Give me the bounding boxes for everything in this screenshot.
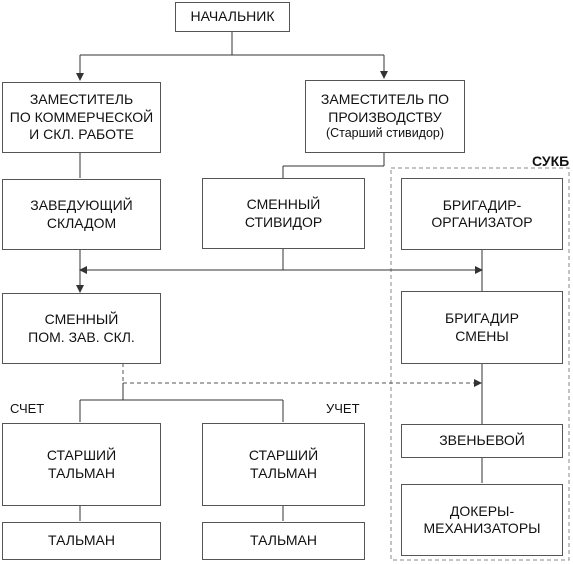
- deputy-commercial-line-3: И СКЛ. РАБОТЕ: [29, 126, 134, 143]
- link-leader-box: ЗВЕНЬЕВОЙ: [401, 424, 563, 458]
- tallyman-right-box: ТАЛЬМАН: [202, 522, 365, 560]
- link-leader-label: ЗВЕНЬЕВОЙ: [439, 432, 525, 449]
- deputy-production-line-3: (Старший стивидор): [325, 126, 445, 141]
- shift-assistant-line-2: ПОМ. ЗАВ. СКЛ.: [28, 328, 135, 345]
- warehouse-head-line-1: ЗАВЕДУЮЩИЙ: [30, 197, 133, 213]
- dockers-box: ДОКЕРЫ- МЕХАНИЗАТОРЫ: [401, 484, 563, 556]
- deputy-production-box: ЗАМЕСТИТЕЛЬ ПО ПРОИЗВОДСТВУ (Старший сти…: [305, 80, 465, 153]
- shift-foreman-line-2: СМЕНЫ: [455, 327, 509, 344]
- warehouse-head-box: ЗАВЕДУЮЩИЙ СКЛАДОМ: [2, 179, 161, 250]
- senior-tallyman-left-line-1: СТАРШИЙ: [46, 447, 117, 463]
- deputy-commercial-box: ЗАМЕСТИТЕЛЬ ПО КОММЕРЧЕСКОЙ И СКЛ. РАБОТ…: [2, 82, 161, 153]
- dockers-line-1: ДОКЕРЫ-: [449, 502, 515, 519]
- chief-box: НАЧАЛЬНИК: [175, 2, 290, 32]
- deputy-production-line-1: ЗАМЕСТИТЕЛЬ ПО: [320, 91, 450, 108]
- chief-label: НАЧАЛЬНИК: [190, 8, 275, 25]
- deputy-production-line-2: ПРОИЗВОДСТВУ: [328, 108, 442, 125]
- shift-assistant-line-1: СМЕННЫЙ: [44, 311, 119, 327]
- senior-tallyman-right-line-1: СТАРШИЙ: [248, 447, 319, 463]
- foreman-organizer-line-1: БРИГАДИР-: [442, 196, 522, 213]
- sukb-frame: [390, 167, 570, 561]
- foreman-organizer-line-2: ОРГАНИЗАТОР: [431, 214, 533, 230]
- shift-foreman-line-1: БРИГАДИР: [445, 310, 519, 326]
- deputy-commercial-line-1: ЗАМЕСТИТЕЛЬ: [29, 91, 134, 108]
- shift-stevedore-box: СМЕННЫЙ СТИВИДОР: [202, 178, 365, 249]
- senior-tallyman-right-line-2: ТАЛЬМАН: [250, 464, 317, 481]
- account-left-label: СЧЕТ: [10, 401, 45, 416]
- tallyman-left-box: ТАЛЬМАН: [2, 522, 161, 560]
- shift-assistant-box: СМЕННЫЙ ПОМ. ЗАВ. СКЛ.: [2, 293, 161, 364]
- sukb-label: СУКБ: [532, 153, 570, 169]
- deputy-commercial-line-2: ПО КОММЕРЧЕСКОЙ: [9, 108, 154, 125]
- warehouse-head-line-2: СКЛАДОМ: [46, 214, 117, 231]
- senior-tallyman-right-box: СТАРШИЙ ТАЛЬМАН: [202, 423, 365, 506]
- foreman-organizer-box: БРИГАДИР- ОРГАНИЗАТОР: [401, 178, 563, 250]
- shift-stevedore-line-1: СМЕННЫЙ: [246, 196, 321, 212]
- shift-foreman-box: БРИГАДИР СМЕНЫ: [401, 291, 563, 364]
- tallyman-right-label: ТАЛЬМАН: [250, 532, 317, 549]
- shift-stevedore-line-2: СТИВИДОР: [244, 213, 323, 230]
- account-right-label: УЧЕТ: [326, 401, 360, 416]
- senior-tallyman-left-line-2: ТАЛЬМАН: [48, 464, 115, 481]
- dockers-line-2: МЕХАНИЗАТОРЫ: [423, 520, 541, 536]
- tallyman-left-label: ТАЛЬМАН: [48, 532, 115, 549]
- senior-tallyman-left-box: СТАРШИЙ ТАЛЬМАН: [2, 423, 161, 506]
